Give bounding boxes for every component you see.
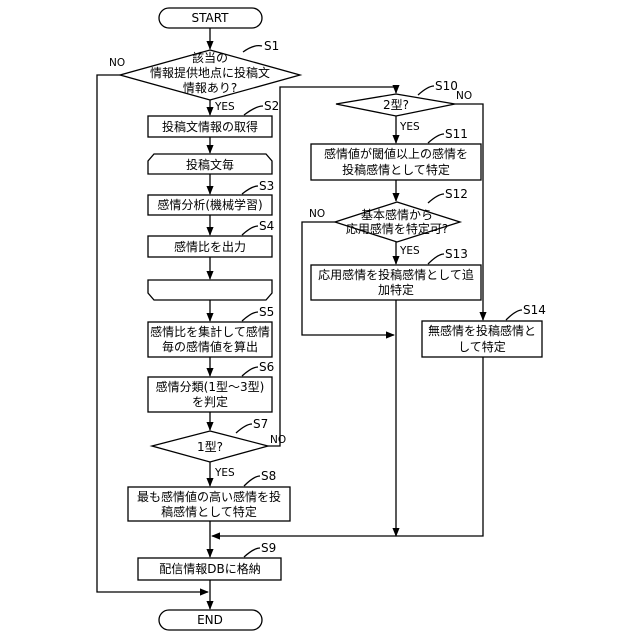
s10-label: S10 bbox=[435, 79, 458, 93]
s1-text-line2: 情報提供地点に投稿文 bbox=[150, 65, 270, 80]
s12-yes-label: YES bbox=[399, 245, 420, 257]
s12-no-label: NO bbox=[309, 208, 325, 220]
s7-no-label: NO bbox=[270, 434, 286, 446]
s2-text: 投稿文情報の取得 bbox=[162, 119, 258, 134]
s9-text: 配信情報DBに格納 bbox=[159, 561, 260, 576]
s5-text-line1: 感情比を集計して感情 bbox=[150, 324, 270, 339]
s9-label: S9 bbox=[261, 541, 276, 555]
s14-text-line1: 無感情を投稿感情と bbox=[428, 323, 536, 338]
s11-text-line1: 感情値が閾値以上の感情を bbox=[324, 146, 468, 161]
s6-text-line2: を判定 bbox=[192, 394, 228, 409]
s10-text: 2型? bbox=[383, 98, 409, 112]
s13-text-line2: 加特定 bbox=[378, 282, 414, 297]
s7-text: 1型? bbox=[197, 440, 223, 454]
s5-text-line2: 毎の感情値を算出 bbox=[162, 339, 258, 354]
s14-text-line2: して特定 bbox=[458, 339, 506, 354]
s1-yes-label: YES bbox=[214, 101, 235, 113]
s11-text-line2: 投稿感情として特定 bbox=[342, 162, 450, 177]
s1-label: S1 bbox=[264, 39, 279, 53]
s12-text-line2: 応用感情を特定可? bbox=[346, 221, 448, 236]
s1-text-line3: 情報あり? bbox=[183, 81, 237, 95]
s5-label: S5 bbox=[259, 305, 274, 319]
s7-yes-label: YES bbox=[214, 467, 235, 479]
s1-text-line1: 該当の bbox=[192, 50, 228, 65]
s8-text-line1: 最も感情値の高い感情を投 bbox=[137, 489, 281, 504]
s14-label: S14 bbox=[523, 303, 546, 317]
s4-label: S4 bbox=[259, 219, 274, 233]
s8-label: S8 bbox=[261, 469, 276, 483]
s12-text-line1: 基本感情から bbox=[361, 207, 433, 222]
s13-label: S13 bbox=[445, 247, 468, 261]
s8-text-line2: 稿感情として特定 bbox=[161, 504, 257, 519]
s12-label: S12 bbox=[445, 187, 468, 201]
s10-no-label: NO bbox=[456, 90, 472, 102]
s3-text: 感情分析(機械学習) bbox=[157, 197, 262, 212]
s10-yes-label: YES bbox=[399, 121, 420, 133]
s2-label: S2 bbox=[264, 99, 279, 113]
s6-label: S6 bbox=[259, 360, 274, 374]
loop-end-shape bbox=[148, 280, 272, 300]
s1-no-label: NO bbox=[109, 57, 125, 69]
connectors bbox=[97, 28, 483, 609]
s6-text-line1: 感情分類(1型～3型) bbox=[156, 379, 265, 394]
s13-text-line1: 応用感情を投稿感情として追 bbox=[318, 267, 474, 282]
s3-label: S3 bbox=[259, 179, 274, 193]
s11-label: S11 bbox=[445, 127, 468, 141]
s4-text: 感情比を出力 bbox=[174, 239, 246, 254]
loop-start-text: 投稿文毎 bbox=[186, 157, 234, 172]
end-text: END bbox=[197, 613, 223, 627]
s7-label: S7 bbox=[253, 417, 268, 431]
start-text: START bbox=[191, 11, 229, 25]
